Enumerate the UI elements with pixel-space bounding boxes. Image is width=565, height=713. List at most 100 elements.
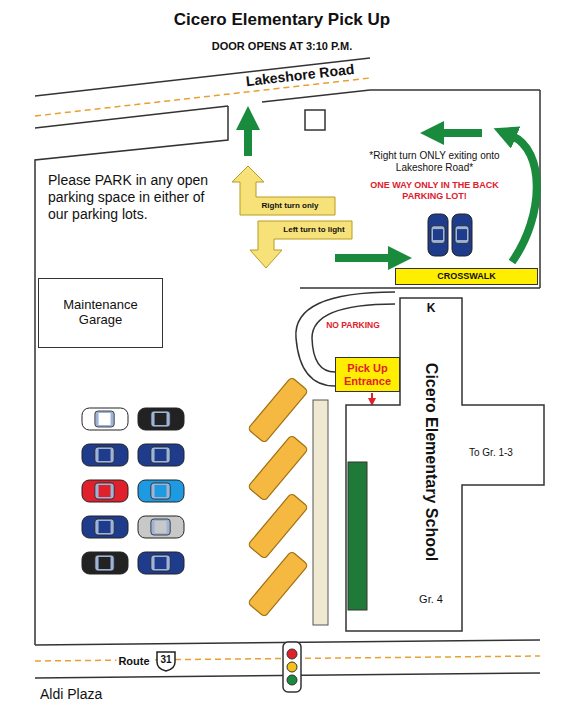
car-roof — [99, 557, 111, 569]
lot-outline — [35, 90, 540, 645]
car-body — [428, 214, 448, 256]
car-roof — [155, 485, 167, 497]
garage-box: Maintenance Garage — [38, 278, 163, 348]
road-edge — [35, 58, 370, 96]
traffic-light — [283, 642, 301, 692]
parking-note: Please PARK in any open parking space in… — [48, 172, 228, 222]
shield-outline — [157, 652, 175, 671]
school-bus — [248, 377, 309, 443]
route-label: Route — [116, 655, 151, 668]
turn-arrows — [232, 166, 352, 268]
road-edge — [262, 90, 370, 102]
school-bus — [248, 435, 309, 501]
car-body — [138, 408, 184, 430]
school-outline — [346, 298, 544, 631]
route-shield: 31 — [155, 650, 177, 672]
car-roof — [433, 229, 443, 240]
crosswalk-box: CROSSWALK — [395, 268, 538, 285]
car — [82, 552, 128, 574]
lot-edge — [300, 287, 540, 289]
car-windows — [151, 519, 170, 535]
no-parking-note: NO PARKING — [326, 320, 380, 330]
school-building: K Cicero Elementary School To Gr. 1-3Gr. 4 — [345, 297, 545, 632]
school-outline — [345, 297, 545, 632]
car — [82, 444, 128, 466]
wing-label: K — [427, 301, 436, 315]
door-time-note: DOOR OPENS AT 3:10 P.M. — [212, 40, 352, 53]
gym-block — [348, 462, 367, 610]
car — [138, 516, 184, 538]
wing-label: To Gr. 1-3 — [469, 447, 513, 459]
flow-arrow — [512, 136, 537, 262]
car-body — [138, 552, 184, 574]
car-windows — [151, 483, 170, 499]
wing-label: Gr. 4 — [419, 593, 443, 606]
car-body — [82, 480, 128, 502]
red-light — [287, 649, 297, 659]
one-way-note: ONE WAY ONLY IN THE BACK PARKING LOT! — [352, 180, 517, 202]
traffic-arrows — [248, 126, 537, 262]
school-bus — [248, 551, 309, 617]
car-roof — [155, 413, 167, 425]
light-housing — [283, 642, 301, 692]
node-text: CROSSWALK — [437, 271, 496, 281]
lakeshore-road — [35, 58, 540, 128]
node-text: Maintenance Garage — [42, 298, 159, 328]
car-body — [82, 516, 128, 538]
car-roof — [99, 521, 111, 533]
school-name: Cicero Elementary School — [421, 363, 440, 561]
car-body — [138, 444, 184, 466]
car-body — [82, 552, 128, 574]
car — [452, 214, 472, 256]
school-bus — [248, 493, 309, 559]
car-windows — [455, 226, 469, 244]
exit-note: *Right turn ONLY exiting onto Lakeshore … — [352, 150, 517, 174]
car — [138, 444, 184, 466]
car-windows — [95, 447, 114, 463]
car — [82, 408, 128, 430]
car-windows — [95, 519, 114, 535]
car-body — [82, 408, 128, 430]
car-body — [138, 480, 184, 502]
lot-edge — [370, 89, 540, 91]
lot-edge — [35, 106, 228, 645]
turn-label: Right turn only — [262, 201, 319, 211]
place-name: Aldi Plaza — [40, 686, 102, 703]
car — [428, 214, 448, 256]
sidewalk — [313, 400, 328, 625]
green-light — [287, 675, 297, 685]
car — [138, 408, 184, 430]
car-windows — [151, 411, 170, 427]
car-windows — [151, 447, 170, 463]
car-body — [452, 214, 472, 256]
car — [138, 480, 184, 502]
car-body — [138, 516, 184, 538]
entrance-box: Pick Up Entrance — [335, 357, 400, 392]
flow-arrow — [440, 129, 482, 137]
car-roof — [99, 413, 111, 425]
right-turn-arrow — [232, 166, 335, 215]
exit-arrow — [244, 126, 252, 156]
car-roof — [155, 521, 167, 533]
car — [138, 552, 184, 574]
entrance-arrow — [371, 393, 373, 400]
node-text: Pick Up Entrance — [339, 362, 396, 387]
car-roof — [99, 449, 111, 461]
car-windows — [431, 226, 445, 244]
car-windows — [95, 555, 114, 571]
node-text: 31 — [160, 654, 171, 666]
car-windows — [151, 555, 170, 571]
car-roof — [457, 229, 467, 240]
car-windows — [95, 483, 114, 499]
flow-arrow — [335, 254, 392, 262]
car-roof — [155, 557, 167, 569]
car-windows — [95, 411, 114, 427]
dumpster-box — [305, 110, 325, 130]
car-roof — [155, 449, 167, 461]
car-body — [82, 444, 128, 466]
left-turn-arrow — [250, 221, 352, 268]
map-title: Cicero Elementary Pick Up — [174, 10, 390, 30]
car — [82, 480, 128, 502]
